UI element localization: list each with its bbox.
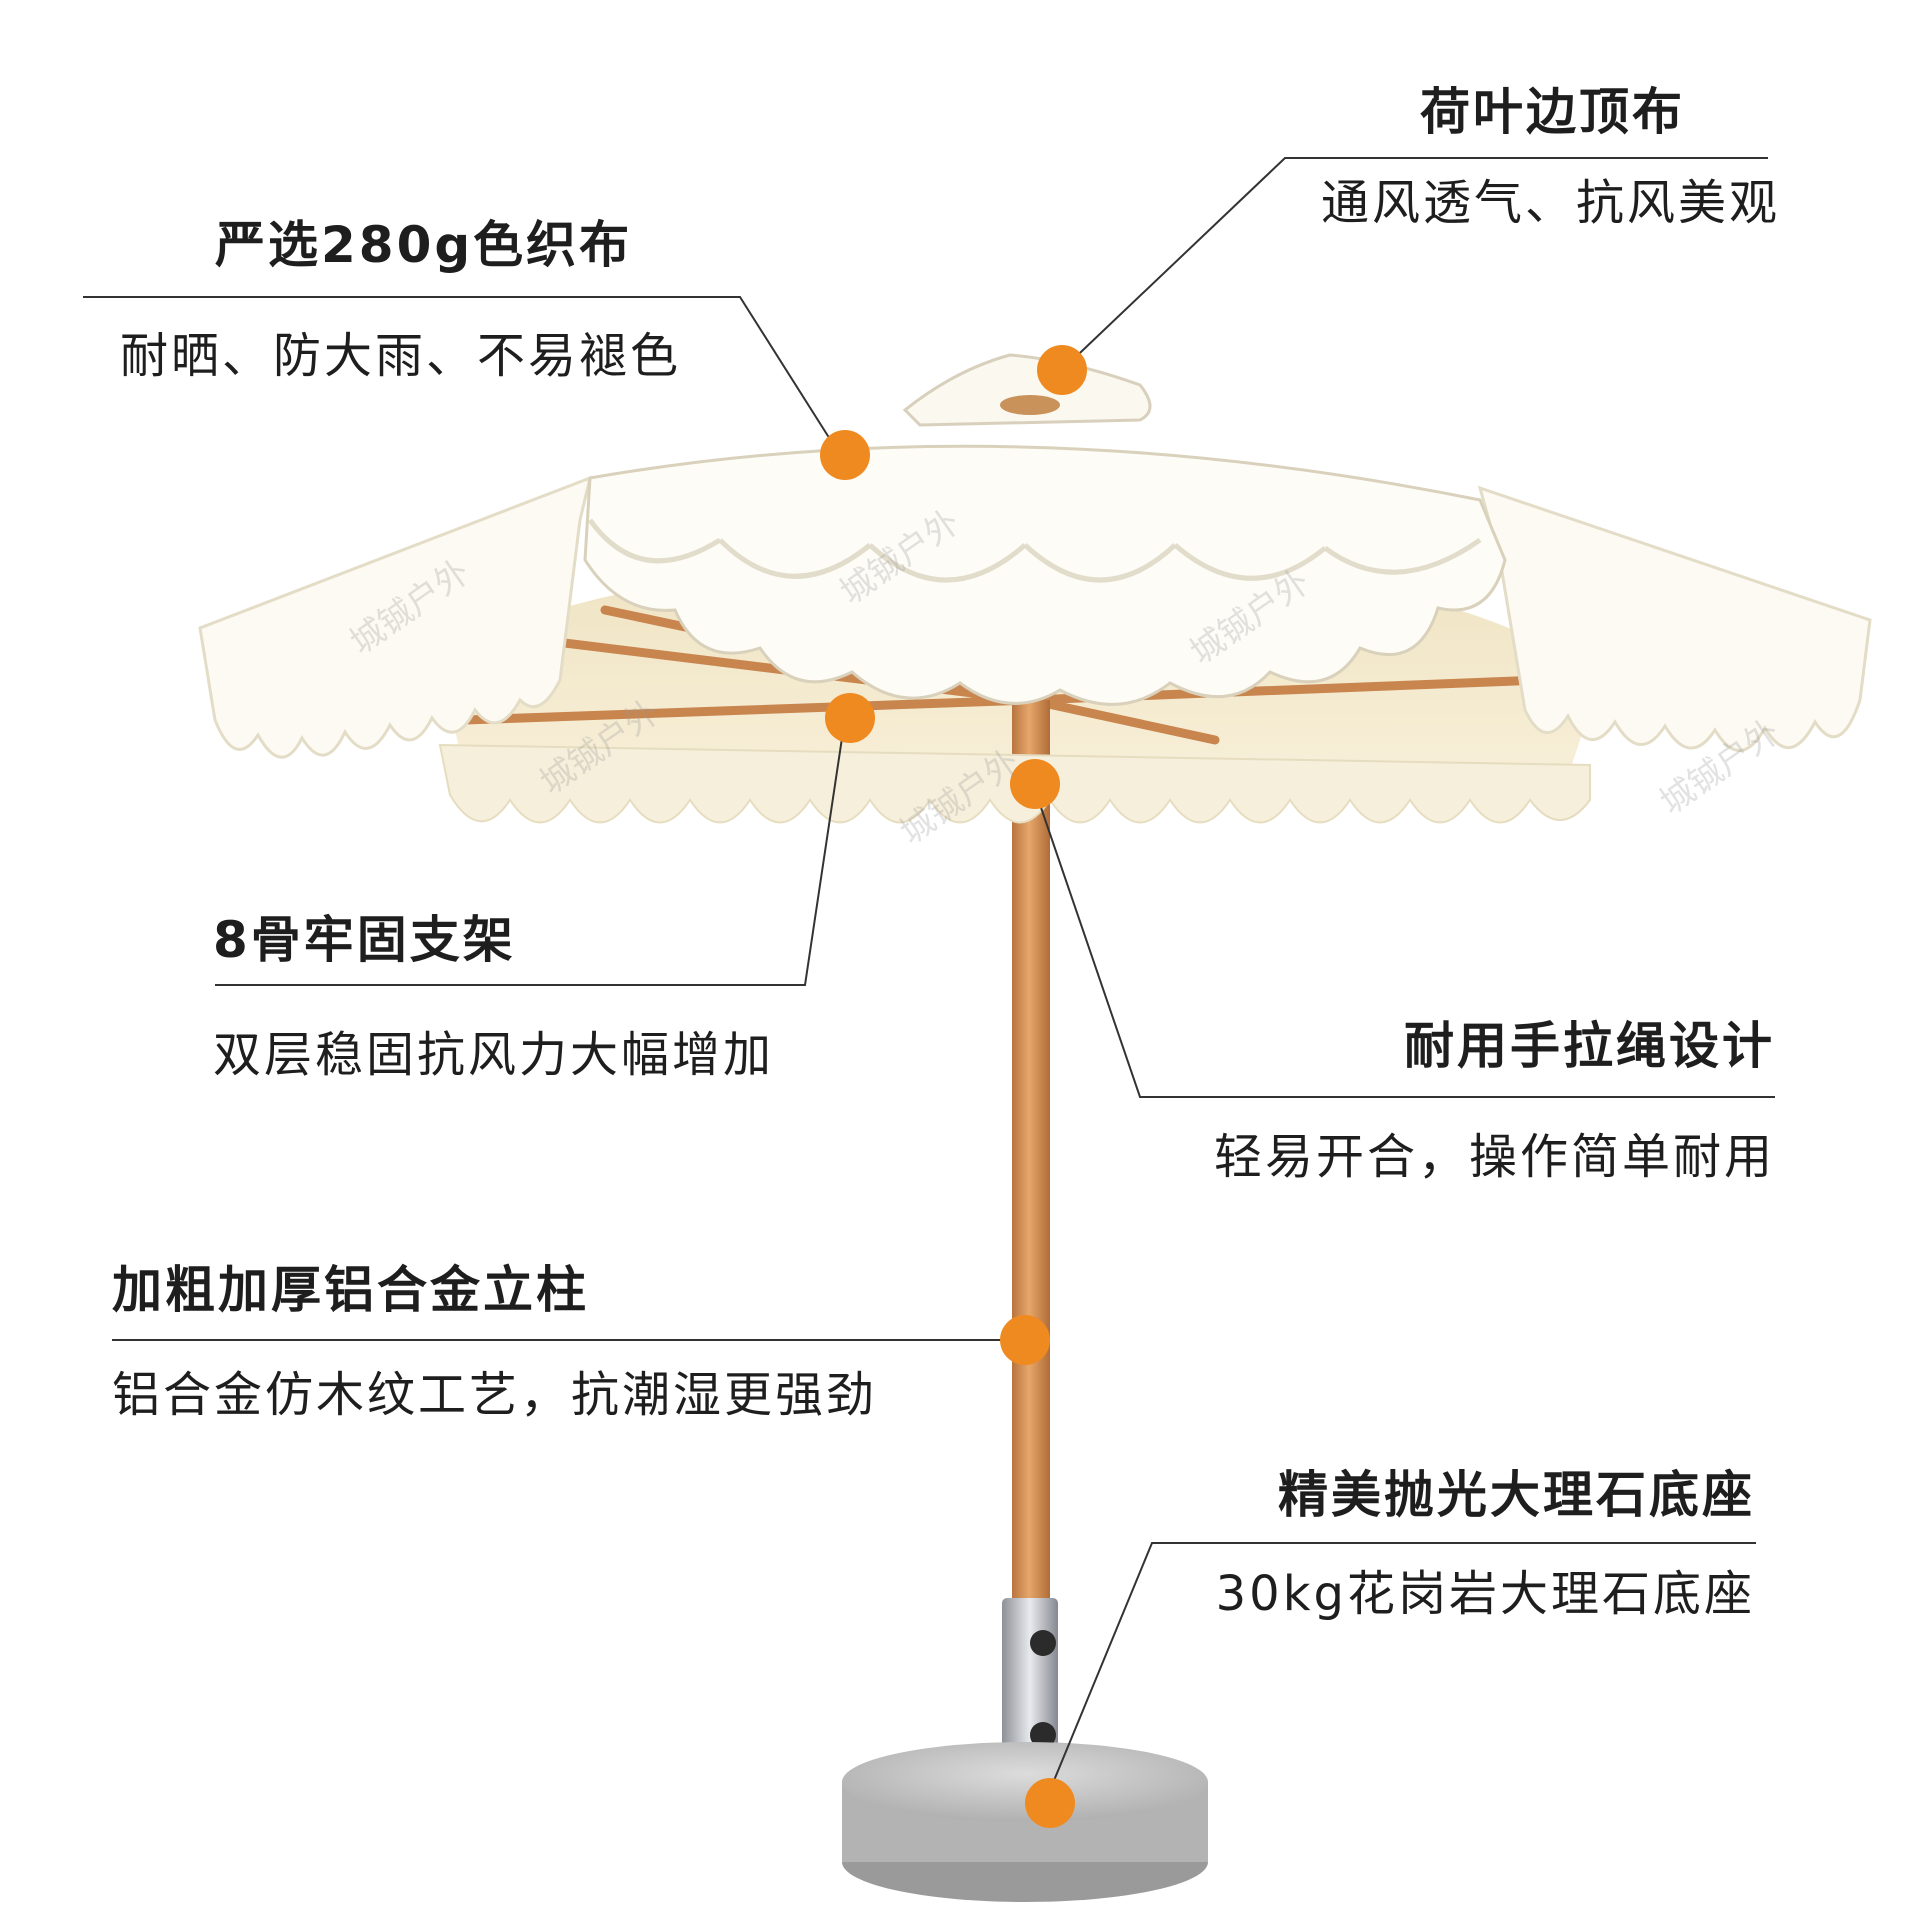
callout-desc: 轻易开合，操作简单耐用 — [1213, 1129, 1775, 1185]
callout-title: 荷叶边顶布 — [1420, 83, 1685, 141]
callout-desc: 耐晒、防大雨、不易褪色 — [120, 328, 682, 384]
callout-top-canopy: 荷叶边顶布 通风透气、抗风美观 — [1321, 82, 1780, 232]
canopy-left-panel — [198, 475, 593, 759]
callout-rope: 耐用手拉绳设计 轻易开合，操作简单耐用 — [1214, 1016, 1775, 1186]
pole — [1012, 700, 1050, 1640]
sleeve-knob-lower — [1030, 1722, 1056, 1748]
callout-desc: 30kg花岗岩大理石底座 — [1215, 1566, 1755, 1622]
marker-fabric — [820, 430, 870, 480]
callout-title: 精美抛光大理石底座 — [1278, 1466, 1755, 1524]
canopy-right-panel — [1477, 485, 1872, 752]
callout-title: 8骨牢固支架 — [213, 911, 516, 969]
callout-fabric: 严选280g色织布 耐晒、防大雨、不易褪色 — [120, 215, 681, 385]
marker-rope — [1010, 759, 1060, 809]
scallop-trim — [587, 518, 1482, 583]
canopy-front-panel — [583, 444, 1507, 706]
callout-frame: 8骨牢固支架 双层稳固抗风力大幅增加 — [213, 910, 774, 1084]
leader-base — [1047, 1542, 1756, 1796]
leader-fabric — [83, 296, 841, 456]
top-hub — [1000, 395, 1060, 415]
callout-pole: 加粗加厚铝合金立柱 铝合金仿木纹工艺，抗潮湿更强劲 — [112, 1260, 877, 1424]
callout-title: 严选280g色织布 — [215, 216, 633, 274]
leader-rope — [1034, 789, 1775, 1098]
leader-frame — [215, 717, 846, 986]
marker-top-canopy — [1037, 345, 1087, 395]
callout-desc: 通风透气、抗风美观 — [1320, 175, 1780, 231]
marker-base — [1025, 1778, 1075, 1828]
granite-base-top — [842, 1742, 1208, 1822]
callout-desc: 双层稳固抗风力大幅增加 — [213, 1027, 775, 1083]
callout-base: 精美抛光大理石底座 30kg花岗岩大理石底座 — [1216, 1465, 1755, 1623]
marker-pole — [1000, 1315, 1050, 1365]
callout-desc: 铝合金仿木纹工艺，抗潮湿更强劲 — [112, 1367, 878, 1423]
callout-title: 耐用手拉绳设计 — [1404, 1017, 1775, 1075]
callout-title: 加粗加厚铝合金立柱 — [112, 1261, 589, 1319]
sleeve-knob-upper — [1030, 1630, 1056, 1656]
leader-lines — [83, 157, 1775, 1796]
markers — [820, 345, 1087, 1828]
leader-top-canopy — [1061, 157, 1768, 371]
marker-frame — [825, 693, 875, 743]
